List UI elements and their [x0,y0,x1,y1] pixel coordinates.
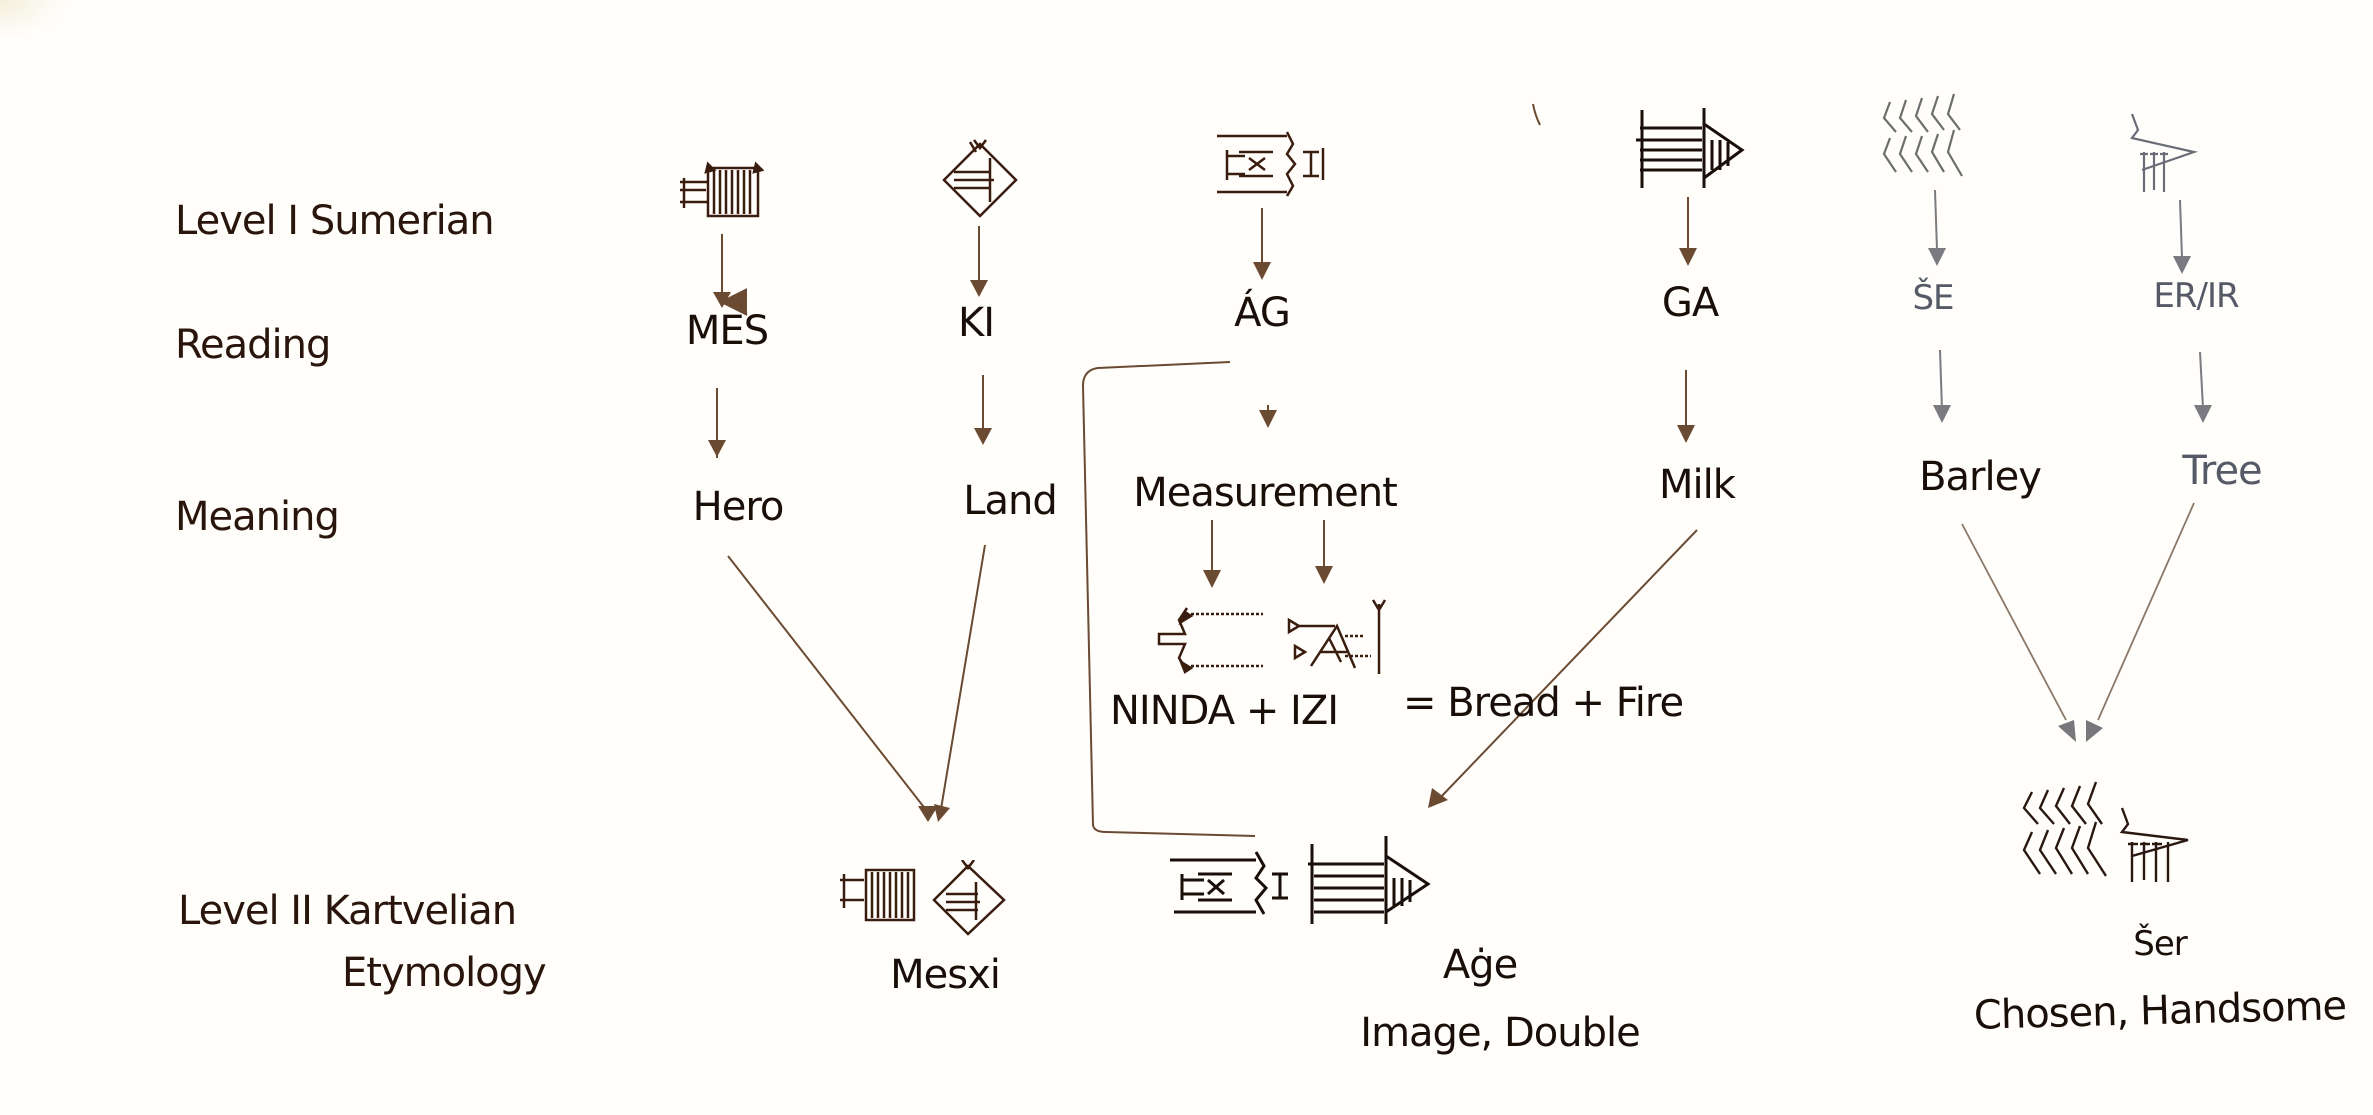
arrow-hero-to-mesxi [727,555,931,816]
cuneiform-se-icon [1882,93,1963,177]
row-label-etymology: Etymology [342,950,547,996]
cuneiform-ser-icon [2022,781,2189,882]
arrowhead [1259,410,1277,428]
etymology-mesxi: Mesxi [890,952,1001,998]
row-label-level2: Level II Kartvelian [178,888,517,934]
arrow-tree-to-ser [2097,502,2195,721]
arrow-land-to-mesxi [939,544,986,816]
cuneiform-er-icon [2130,113,2199,192]
arrowhead [934,804,950,822]
reading-ag: ÁG [1234,290,1291,336]
cuneiform-ga-icon [1636,108,1745,188]
reading-er: ER/IR [2153,276,2239,316]
reading-se: ŠE [1912,278,1954,318]
etymology-ser: Šer [2133,924,2187,964]
cuneiform-mesxi-icon [840,860,1006,936]
arrow-milk-to-age [1437,529,1698,801]
reading-mes: MES [685,308,769,354]
cuneiform-izi-icon [1287,599,1387,674]
etymology-age: Aġe [1442,942,1518,988]
arrowhead [918,806,938,822]
composition-signs: NINDA + IZI [1110,688,1339,734]
arrow-barley-to-ser [1961,523,2067,721]
meaning-measurement: Measurement [1133,470,1398,516]
arrowhead [2086,720,2103,742]
arrowhead [1203,570,1221,588]
cuneiform-ag-icon [1217,131,1325,197]
arrow-se-sign-to-reading [1934,189,1938,251]
arrow-se-reading-to-meaning [1939,349,1943,411]
row-label-reading: Reading [175,322,331,368]
paper-shading [0,0,70,40]
arrow-er-sign-to-reading [2179,199,2183,259]
etymology-age-gloss: Image, Double [1360,1010,1640,1056]
stray-mark [1532,103,1541,126]
row-label-meaning: Meaning [175,494,340,540]
composition-gloss: = Bread + Fire [1403,680,1684,726]
arrowhead [708,440,726,457]
arrowhead [1253,262,1271,280]
arrowhead [2058,720,2076,742]
arrowhead [1933,405,1951,423]
bracket-ag-to-age [1081,361,1256,837]
row-label-level1: Level I Sumerian [175,198,495,244]
meaning-hero: Hero [692,484,785,530]
arrowhead [2194,405,2212,423]
arrowhead [1315,566,1333,584]
reading-ki: KI [957,300,995,346]
arrowhead [1677,425,1695,443]
arrow-er-reading-to-meaning [2199,351,2204,409]
cuneiform-ninda-icon [1157,607,1263,674]
arrowhead [1928,248,1946,266]
arrowhead [970,280,988,297]
reading-ga: GA [1661,280,1719,326]
arrowhead [713,292,731,308]
arrowhead [974,428,992,445]
arrowhead [2173,256,2191,274]
meaning-tree: Tree [2182,448,2262,494]
cuneiform-ki-icon [942,139,1018,218]
etymology-ser-gloss: Chosen, Handsome [1973,983,2347,1039]
meaning-barley: Barley [1919,454,2042,500]
meaning-milk: Milk [1659,462,1736,508]
arrowhead [1679,248,1697,266]
cuneiform-mes-icon [680,161,764,218]
meaning-land: Land [963,478,1058,524]
cuneiform-age-icon [1170,836,1431,924]
arrowhead [1428,788,1448,808]
